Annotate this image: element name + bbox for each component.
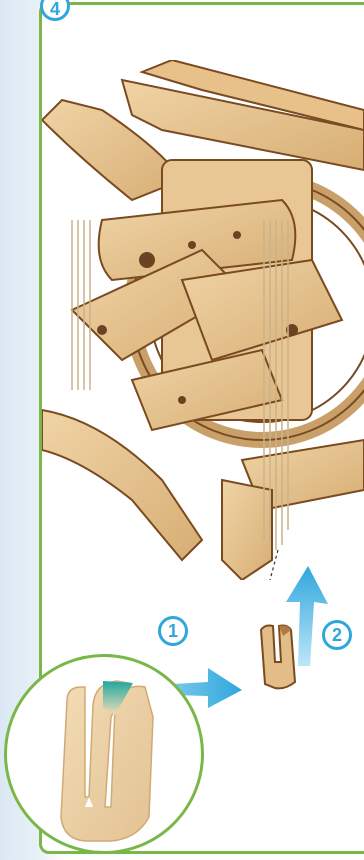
wooden-mechanism-illustration bbox=[42, 60, 364, 580]
callout-2: 2 bbox=[322, 620, 352, 650]
lift-arrow bbox=[282, 566, 332, 666]
callout-1: 1 bbox=[158, 616, 188, 646]
clip-detail-illustration bbox=[7, 657, 201, 851]
detail-zoom-circle bbox=[4, 654, 204, 854]
step-number-badge: 4 bbox=[40, 0, 70, 21]
